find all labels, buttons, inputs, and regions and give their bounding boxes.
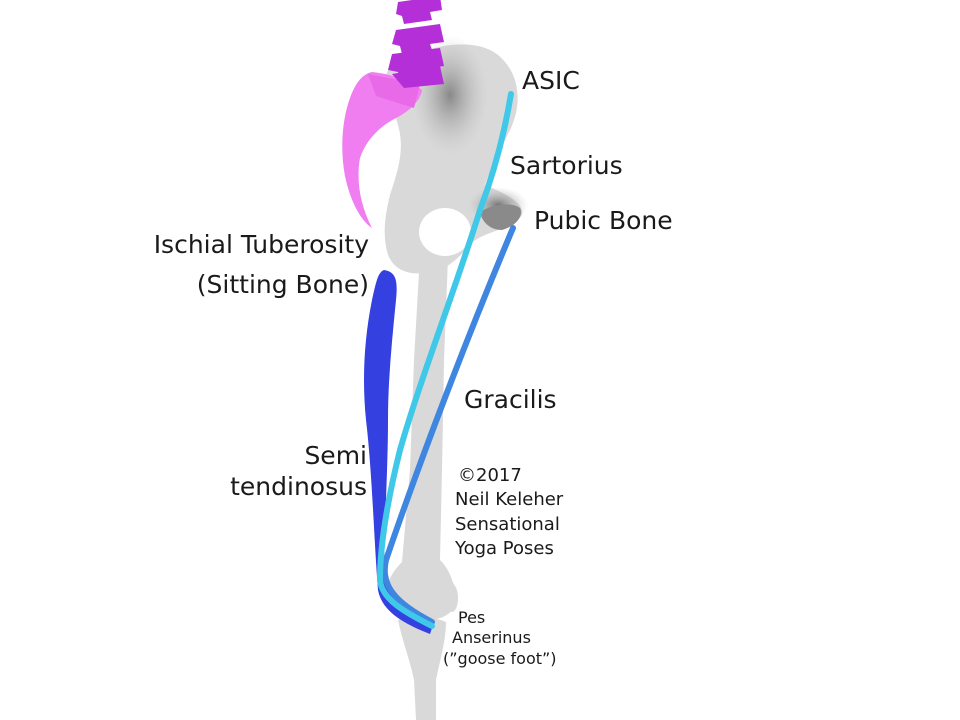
label-sartorius: Sartorius bbox=[510, 151, 623, 180]
vertebra-4 bbox=[392, 66, 444, 88]
label-asic: ASIC bbox=[522, 66, 580, 95]
label-anserinus: Anserinus bbox=[452, 628, 531, 647]
pubic-bone-tip bbox=[480, 204, 522, 230]
patella-bone bbox=[446, 584, 458, 612]
lumbar-spine bbox=[388, 0, 444, 88]
vertebra-2 bbox=[392, 24, 444, 54]
label-pes: Pes bbox=[458, 608, 485, 627]
label-gracilis: Gracilis bbox=[464, 385, 557, 414]
label-semi: Semi bbox=[304, 441, 367, 470]
femur-bone bbox=[386, 255, 455, 600]
copyright-author: Neil Keleher bbox=[455, 489, 564, 510]
copyright-site-2: Yoga Poses bbox=[454, 538, 554, 559]
sacrum bbox=[342, 72, 422, 228]
sartorius-muscle bbox=[376, 91, 514, 629]
label-goose-foot: (”goose foot”) bbox=[443, 649, 557, 668]
obturator-foramen bbox=[419, 208, 471, 256]
label-pubic-bone: Pubic Bone bbox=[534, 206, 673, 235]
label-sitting-bone: (Sitting Bone) bbox=[197, 270, 369, 299]
gracilis-muscle bbox=[381, 225, 516, 625]
label-ischial-tuberosity: Ischial Tuberosity bbox=[154, 230, 370, 259]
copyright-year: ©2017 bbox=[458, 465, 522, 486]
tibia-bone bbox=[398, 617, 446, 720]
copyright-site-1: Sensational bbox=[455, 514, 560, 535]
label-tendinosus: tendinosus bbox=[230, 472, 367, 501]
vertebra-1 bbox=[396, 0, 442, 24]
